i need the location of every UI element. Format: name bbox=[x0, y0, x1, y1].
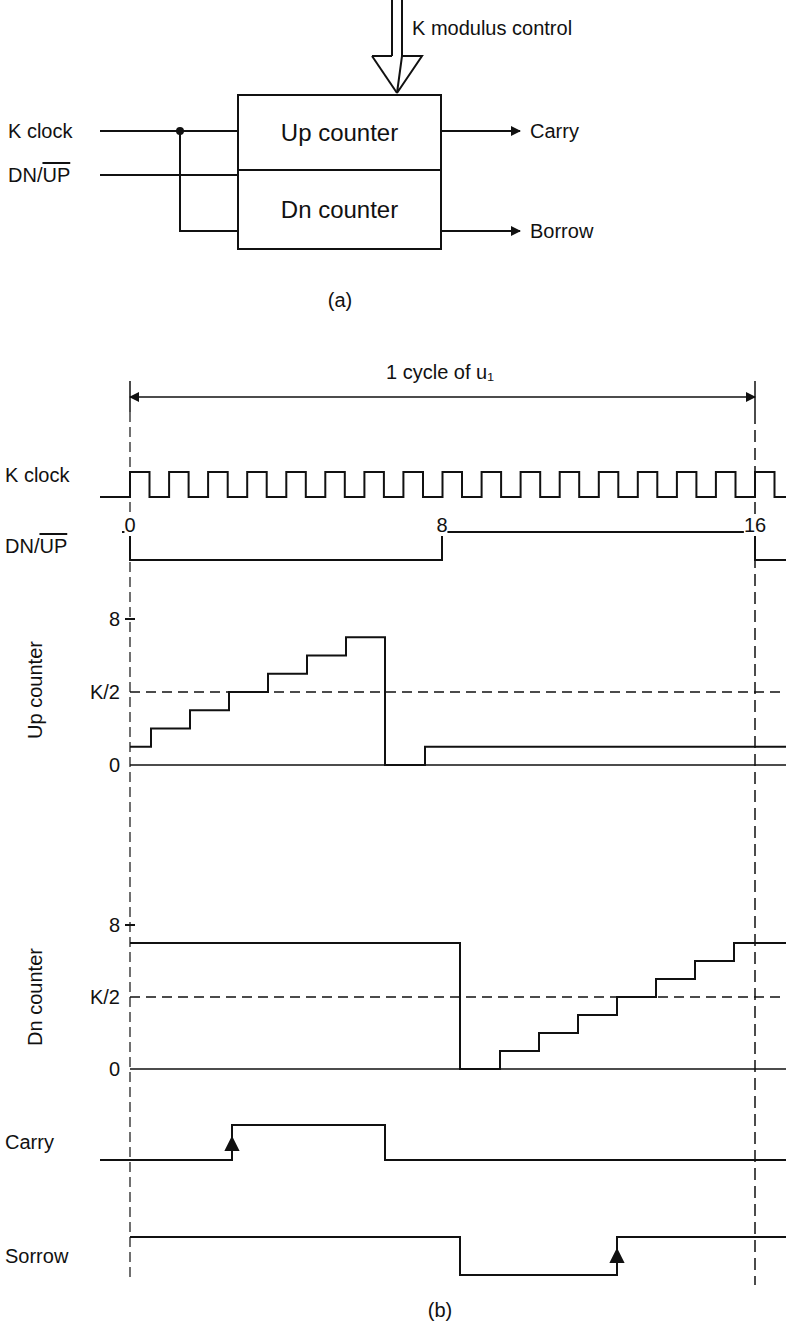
half-modulus-line bbox=[130, 996, 786, 998]
signal-name: DN/UP bbox=[8, 164, 70, 186]
down-counter-block: Dn counter bbox=[237, 169, 442, 250]
tick bbox=[754, 381, 756, 412]
axis-number: 0 bbox=[124, 514, 135, 536]
hollow-arrow bbox=[372, 56, 422, 93]
axis-number: 8 bbox=[109, 914, 120, 936]
signal-name: Carry bbox=[530, 120, 579, 142]
borrow-wave bbox=[130, 1237, 786, 1275]
down-count-stairs bbox=[130, 943, 786, 1069]
up-counter-block: Up counter bbox=[237, 94, 442, 171]
block-title: Dn counter bbox=[281, 196, 398, 224]
cycle-dimension bbox=[130, 396, 755, 398]
bus-line bbox=[401, 0, 403, 56]
clock-wire bbox=[180, 131, 237, 231]
axis-number: 0 bbox=[109, 754, 120, 776]
clock-wave bbox=[100, 472, 786, 497]
axis-baseline bbox=[130, 1068, 786, 1070]
signal-name: Sorrow bbox=[5, 1245, 68, 1267]
signal-name: DN/UP bbox=[5, 535, 67, 557]
signal-name: Borrow bbox=[530, 220, 593, 242]
signal-name: Carry bbox=[5, 1131, 54, 1153]
axis-title: Dn counter bbox=[24, 948, 46, 1046]
axis-number: K/2 bbox=[90, 986, 120, 1008]
edge-arrow bbox=[611, 1250, 623, 1262]
block-title: Up counter bbox=[281, 119, 398, 147]
borrow-wire bbox=[442, 230, 520, 232]
signal-name: K clock bbox=[8, 120, 72, 142]
axis-baseline bbox=[130, 764, 786, 766]
axis-number: 0 bbox=[109, 1058, 120, 1080]
axis-title: Up counter bbox=[24, 641, 46, 739]
tick bbox=[125, 618, 135, 620]
clock-wire bbox=[100, 130, 237, 132]
axis-number: 8 bbox=[436, 514, 447, 536]
dn-up-wave bbox=[122, 532, 786, 560]
bus-line bbox=[391, 0, 393, 56]
axis-number: K/2 bbox=[90, 681, 120, 703]
hollow-arrow bbox=[372, 56, 397, 93]
dn-up-wire bbox=[100, 174, 237, 176]
tick bbox=[125, 924, 135, 926]
up-count-stairs bbox=[130, 637, 786, 765]
dimension-label: 1 cycle of u₁ bbox=[386, 361, 494, 383]
figure-tag: (b) bbox=[428, 1299, 452, 1321]
figure-tag: (a) bbox=[328, 289, 352, 311]
axis-number: 16 bbox=[744, 514, 766, 536]
carry-wave bbox=[100, 1125, 786, 1160]
carry-wire bbox=[442, 130, 520, 132]
tick bbox=[129, 381, 131, 412]
signal-name: K clock bbox=[5, 464, 69, 486]
control-label: K modulus control bbox=[412, 17, 572, 39]
axis-number: 8 bbox=[109, 608, 120, 630]
edge-arrow bbox=[226, 1138, 238, 1150]
junction-dot bbox=[177, 128, 183, 134]
